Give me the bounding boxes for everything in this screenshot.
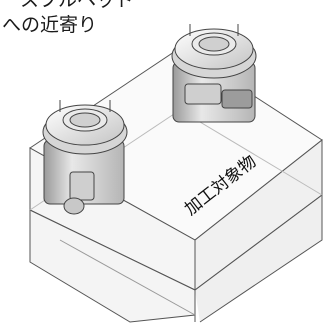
caption-line-1: ースプルヘッド [2, 0, 135, 11]
spindle-head-icon [171, 24, 257, 123]
spindle-head-icon [42, 100, 128, 215]
caption-line-2: への近寄り [2, 14, 98, 36]
